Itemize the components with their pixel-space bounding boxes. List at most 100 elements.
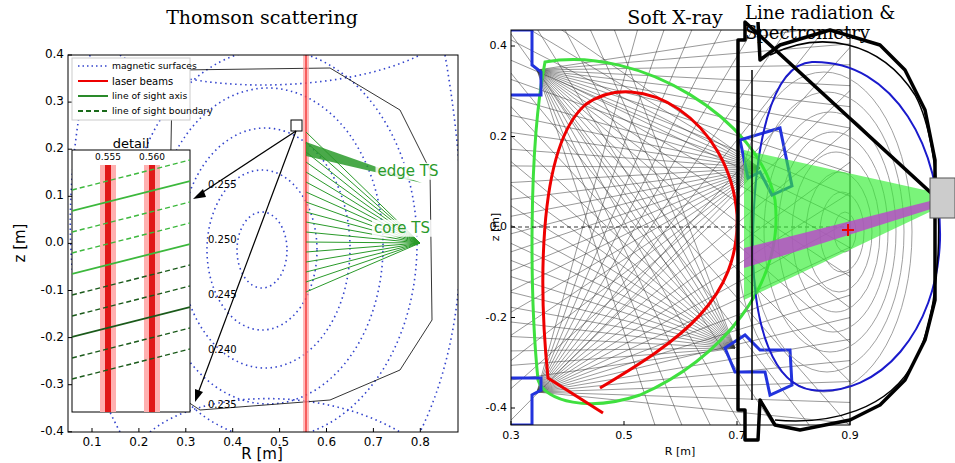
chord <box>537 30 850 392</box>
legend-text: line of sight boundary <box>112 106 213 116</box>
axis-label: 0.8 <box>411 436 430 449</box>
chord <box>511 30 760 168</box>
tick <box>68 55 72 56</box>
axis-label: 0.7 <box>728 430 746 442</box>
tick <box>511 227 515 228</box>
line-of-sight <box>306 243 420 292</box>
axis-label: -0.2 <box>41 331 64 344</box>
chord <box>511 30 735 348</box>
chord <box>537 392 850 425</box>
axis-label: 0.0 <box>45 237 64 250</box>
ts-plot <box>70 55 458 432</box>
chord <box>511 30 735 348</box>
axis-label: -0.2 <box>486 311 507 323</box>
tick <box>624 421 625 425</box>
chord <box>511 30 735 348</box>
line-of-sight <box>306 242 420 243</box>
axis-label: 0.4 <box>45 48 64 61</box>
tokamak-section <box>736 22 955 440</box>
axis-label: -0.4 <box>41 425 64 438</box>
legend-sample <box>78 80 108 82</box>
axis-label: 0.3 <box>176 436 195 449</box>
chord <box>537 292 850 392</box>
chord <box>511 30 760 168</box>
axis-label: 0.7 <box>364 436 383 449</box>
chord <box>511 30 760 168</box>
tick <box>68 384 72 385</box>
chord <box>511 30 735 348</box>
legend-sample <box>78 110 108 112</box>
legend-text: magnetic surfaces <box>112 61 197 71</box>
chord <box>511 30 735 348</box>
sxr-plot <box>511 30 850 425</box>
tick <box>511 421 512 425</box>
tick <box>138 428 139 432</box>
inset-content <box>72 160 190 412</box>
tick <box>511 136 515 137</box>
tick <box>185 428 186 432</box>
chord <box>537 70 850 331</box>
vessel-wall <box>738 22 955 440</box>
axis-label: -0.1 <box>41 284 64 297</box>
legend-text: laser beams <box>112 76 173 87</box>
axis-label: 0.6 <box>317 436 336 449</box>
legend-text: line of sight axis <box>112 91 187 101</box>
tick <box>511 317 515 318</box>
legend-sample <box>78 65 108 67</box>
chord <box>511 30 760 168</box>
panel-title: Thomson scattering <box>166 7 358 28</box>
chord <box>537 37 850 392</box>
tick <box>326 428 327 432</box>
axis-label: R [m] <box>241 446 283 463</box>
ticks <box>68 55 420 432</box>
chord <box>537 140 850 392</box>
axis-label: 0.560 <box>139 153 165 163</box>
tick <box>511 408 515 409</box>
axis-label: edge TS <box>376 163 441 180</box>
chord <box>537 30 850 392</box>
tick <box>420 428 421 432</box>
axis-label: 0.2 <box>129 436 148 449</box>
tick <box>68 431 72 432</box>
tick <box>68 337 72 338</box>
chord <box>511 30 735 348</box>
axis-label: 0.2 <box>45 143 64 156</box>
axis-label: 0.235 <box>208 399 237 410</box>
chord <box>537 30 850 392</box>
tick <box>68 290 72 291</box>
panel-title: Line radiation & Spectrometry <box>745 3 920 43</box>
chord <box>511 30 735 348</box>
detail-arrow <box>197 131 296 396</box>
panel-title: Soft X-ray <box>627 7 723 28</box>
tick <box>737 421 738 425</box>
axis-label: R [m] <box>665 446 695 458</box>
axis-label: 0.3 <box>45 96 64 109</box>
legend-sample <box>78 95 108 97</box>
axis-label: 0.555 <box>95 153 121 163</box>
tick <box>68 196 72 197</box>
axis-label: 0.4 <box>490 40 508 52</box>
axis-label: 0.4 <box>223 436 242 449</box>
magnetic-surfaces <box>70 55 458 432</box>
tick <box>279 428 280 432</box>
chord <box>537 372 850 392</box>
chord <box>522 30 735 348</box>
line-of-sight <box>306 243 420 262</box>
axis-label: 0.3 <box>502 430 520 442</box>
axes-frame <box>68 55 458 432</box>
tick <box>68 149 72 150</box>
detail-inset <box>72 150 190 412</box>
sightline <box>744 196 950 268</box>
chord <box>511 30 735 348</box>
tick <box>68 102 72 103</box>
chord <box>537 104 850 392</box>
inset-sightline <box>72 349 190 379</box>
axis-label: 0.1 <box>82 436 101 449</box>
axis-label: core TS <box>372 220 432 237</box>
line-of-sight <box>306 243 420 282</box>
axis-label: z [m] <box>12 224 29 263</box>
axis-label: 0.2 <box>490 130 508 142</box>
axis-label: 0.1 <box>45 190 64 203</box>
tick <box>92 428 93 432</box>
axis-label: 0.250 <box>208 234 237 245</box>
